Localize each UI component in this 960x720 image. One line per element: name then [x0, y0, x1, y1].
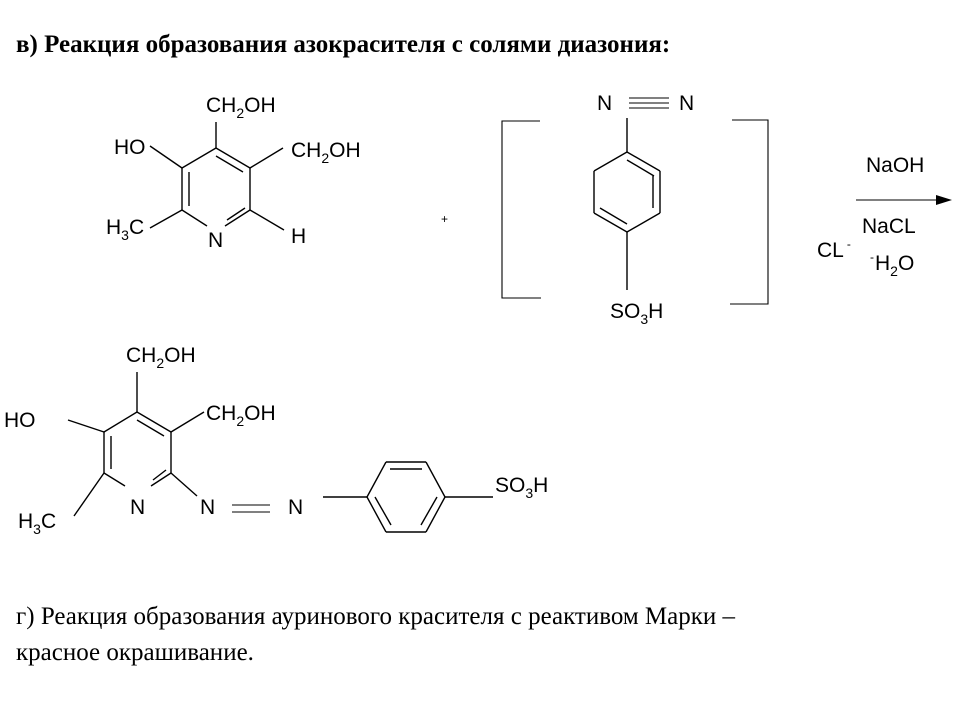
product-ch2oh-right-label: CH2OH [206, 402, 276, 429]
product-benzene-ring [366, 461, 446, 533]
reactant-hydroxyl-label: HO [114, 136, 146, 159]
reactant-ch2oh-right-label: CH2OH [291, 139, 361, 166]
reaction-conditions: NaOH NaCL -H2O [856, 154, 952, 279]
product-ring-nitrogen-label: N [130, 496, 145, 519]
naoh-label: NaOH [866, 154, 924, 177]
diazo-triple-bond [629, 97, 669, 109]
product-sulfo-label: SO3H [495, 474, 548, 501]
diazonium-salt: N N SO3H CL- [501, 92, 851, 327]
product-hydroxyl-label: HO [4, 409, 36, 432]
right-bracket [730, 119, 769, 305]
azo-double-bond [232, 504, 270, 513]
section-g-heading-line1: г) Реакция образования ауринового красит… [16, 603, 736, 630]
product-azo-n1-label: N [200, 496, 215, 519]
product-azo-dye: CH2OH CH2OH HO H3C N N N SO3H [4, 344, 548, 537]
diazo-sulfo-label: SO3H [610, 300, 663, 327]
product-pyridine-ring [67, 372, 205, 517]
reactant-methyl-label: H3C [106, 216, 144, 243]
reactant-pyridoxine: CH2OH CH2OH HO H3C N H [106, 94, 361, 252]
section-v-heading: в) Реакция образования азокрасителя с со… [16, 31, 671, 58]
section-g-heading-line2: красное окрашивание. [16, 639, 254, 666]
reactant-ring-bonds [149, 122, 285, 231]
reactant-hydrogen-label: H [291, 225, 306, 248]
water-label: -H2O [870, 250, 914, 279]
left-bracket [501, 120, 541, 299]
diazo-n1-label: N [597, 92, 612, 115]
chloride-counter-ion-label: CL- [817, 237, 851, 262]
plus-sign: + [441, 212, 448, 226]
diazo-benzene-ring [593, 118, 661, 290]
product-methyl-label: H3C [18, 510, 56, 537]
diazo-n2-label: N [679, 92, 694, 115]
reactant-ring-nitrogen-label: N [208, 229, 223, 252]
product-azo-n2-label: N [288, 496, 303, 519]
product-ch2oh-top-label: CH2OH [126, 344, 196, 371]
reactant-ch2oh-top-label: CH2OH [206, 94, 276, 121]
reaction-arrow [856, 195, 952, 205]
nacl-label: NaCL [862, 215, 916, 238]
